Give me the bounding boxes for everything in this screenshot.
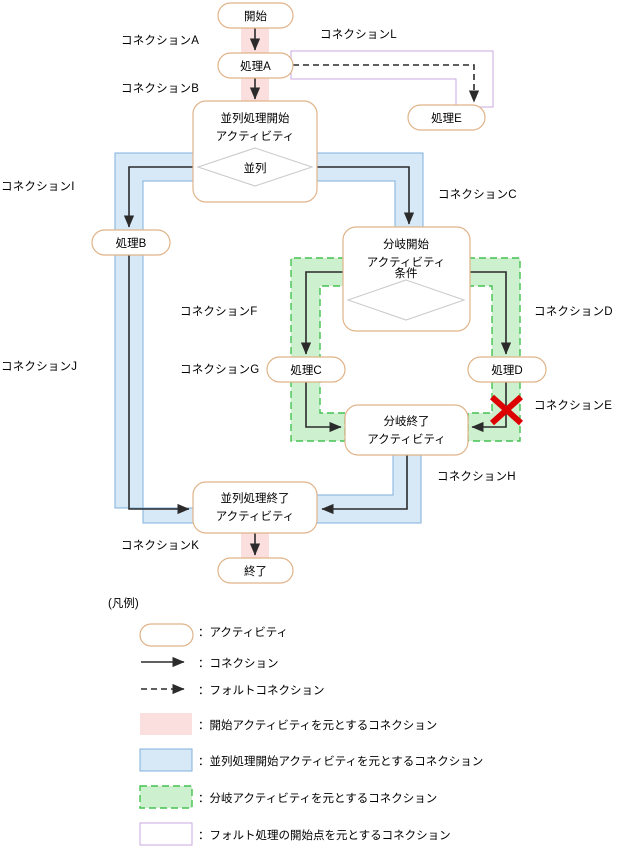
band-green-left — [290, 257, 346, 442]
activity-parallel-end-label-line1: 並列処理終了 — [221, 491, 290, 505]
activity-proc-e-label: 処理E — [431, 111, 462, 125]
activity-proc-d-label: 処理D — [491, 363, 522, 377]
connection-label-l: コネクションL — [320, 28, 397, 41]
band-blue-parallel-group — [114, 152, 424, 524]
activity-proc-d[interactable]: 処理D — [467, 356, 547, 383]
activity-parallel-end[interactable]: 並列処理終了 アクティビティ — [192, 481, 318, 534]
activity-start-shape[interactable] — [217, 2, 294, 29]
connection-label-a: コネクションA — [121, 34, 199, 47]
activity-proc-e-shape[interactable] — [407, 104, 486, 131]
activity-parallel-end-shape[interactable] — [192, 481, 318, 534]
activity-parallel-start-label-line1: 並列処理開始 — [221, 111, 290, 125]
legend-label-fault-connection: ：フォルトコネクション — [198, 684, 325, 697]
band-purple-l — [290, 50, 494, 108]
legend-label-band-pink: ：開始アクティビティを元とするコネクション — [198, 718, 437, 732]
activity-parallel-start[interactable]: 並列処理開始 アクティビティ 並列 — [192, 100, 318, 203]
legend: (凡例) ：アクティビティ ：コネクション ：フォルトコネクション ：開始アクテ… — [108, 596, 483, 846]
activity-branch-start-diamond-label: 条件 — [395, 266, 418, 280]
activity-branch-end-shape[interactable] — [344, 404, 469, 456]
activity-end-label: 終了 — [244, 564, 267, 578]
legend-label-band-blue: ：並列処理開始アクティビティを元とするコネクション — [198, 754, 483, 768]
activity-start-label: 開始 — [244, 9, 267, 23]
activity-proc-b-label: 処理B — [116, 236, 147, 250]
connection-label-f: コネクションF — [180, 305, 257, 318]
legend-swatch-band-blue — [139, 748, 193, 772]
connection-label-e: コネクションE — [534, 399, 612, 412]
activity-end[interactable]: 終了 — [217, 557, 294, 584]
activity-proc-d-shape[interactable] — [467, 356, 547, 383]
activity-proc-c-shape[interactable] — [266, 356, 346, 383]
activity-parallel-start-diamond-label: 並列 — [244, 161, 267, 175]
activity-proc-a[interactable]: 処理A — [217, 52, 294, 79]
activity-branch-start[interactable]: 分岐開始 アクティビティ 条件 — [342, 226, 471, 332]
connection-label-k: コネクションK — [121, 539, 199, 552]
band-green-branch-group — [290, 257, 521, 442]
legend-swatch-band-pink — [140, 713, 192, 735]
connection-f-line — [300, 271, 343, 355]
connection-label-h: コネクションH — [437, 470, 516, 483]
activity-branch-start-diamond — [346, 279, 466, 321]
activity-branch-end-label-line1: 分岐終了 — [384, 414, 430, 428]
connection-label-d: コネクションD — [534, 305, 613, 318]
activity-proc-a-label: 処理A — [240, 59, 271, 73]
connection-label-b: コネクションB — [121, 82, 199, 95]
connection-i-line — [123, 166, 193, 228]
connection-h-line — [321, 455, 408, 515]
legend-label-band-green: ：分岐アクティビティを元とするコネクション — [198, 792, 437, 805]
activity-proc-c[interactable]: 処理C — [266, 356, 346, 383]
band-blue-h — [314, 454, 422, 524]
legend-label-band-purple: ：フォルト処理の開始点を元とするコネクション — [198, 828, 451, 842]
activity-branch-end-label-line2: アクティビティ — [367, 433, 446, 446]
activity-branch-start-label-line1: 分岐開始 — [383, 237, 429, 251]
connection-label-j: コネクションJ — [1, 360, 77, 373]
connection-e-line — [471, 382, 507, 433]
connection-l-line — [293, 64, 480, 103]
activity-proc-b[interactable]: 処理B — [91, 229, 171, 256]
connection-label-g: コネクションG — [180, 363, 259, 376]
legend-swatch-band-green — [139, 785, 193, 809]
activity-proc-e[interactable]: 処理E — [407, 104, 486, 131]
connection-g-line — [305, 382, 342, 433]
activity-proc-a-shape[interactable] — [217, 52, 294, 79]
legend-label-connection: ：コネクション — [198, 657, 279, 670]
legend-swatch-activity — [139, 623, 194, 647]
activity-branch-start-label-line2: アクティビティ — [367, 256, 446, 269]
connection-j-line — [128, 255, 190, 515]
connection-label-c: コネクションC — [438, 188, 517, 201]
band-blue-left — [114, 152, 196, 524]
connection-d-line — [470, 271, 512, 355]
legend-heading: (凡例) — [108, 596, 139, 610]
connection-e-x-mark — [489, 394, 524, 426]
band-green-right — [467, 257, 521, 442]
activity-parallel-end-label-line2: アクティビティ — [216, 510, 295, 523]
activity-proc-c-label: 処理C — [290, 363, 321, 377]
activity-branch-end[interactable]: 分岐終了 アクティビティ — [344, 404, 469, 456]
legend-swatch-band-purple — [139, 822, 193, 846]
band-purple-fault-group — [290, 50, 494, 108]
activity-parallel-start-label-line2: アクティビティ — [216, 130, 295, 143]
activity-proc-b-shape[interactable] — [91, 229, 171, 256]
connection-label-i: コネクションI — [1, 180, 75, 193]
activity-parallel-start-diamond — [196, 147, 314, 187]
connection-c-line — [317, 166, 415, 225]
activity-start[interactable]: 開始 — [217, 2, 294, 29]
legend-label-activity: ：アクティビティ — [198, 626, 288, 639]
activity-end-shape[interactable] — [217, 557, 294, 584]
